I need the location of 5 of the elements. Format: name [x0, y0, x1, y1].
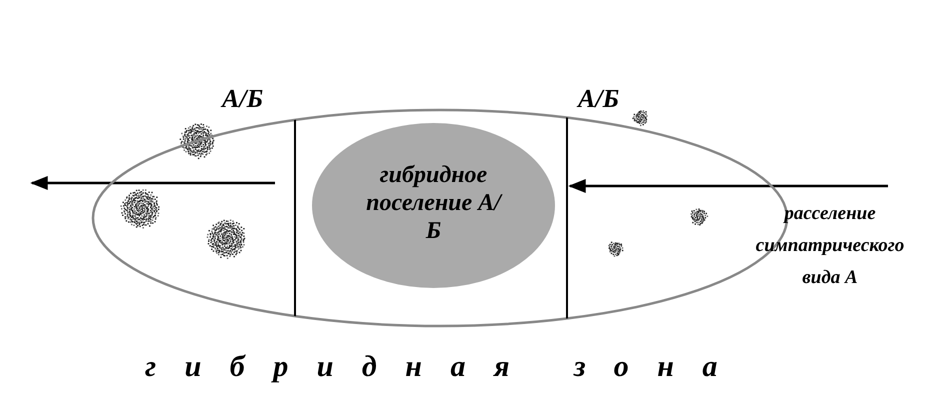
ratio-label: А/Б — [578, 84, 620, 114]
circle-label: гибридное поселение А/Б — [365, 161, 504, 245]
zone-title: гибридная зона — [145, 350, 746, 384]
ratio-label: А/Б — [222, 84, 264, 114]
dispersal-label: расселение симпатрического вида А — [754, 202, 906, 290]
